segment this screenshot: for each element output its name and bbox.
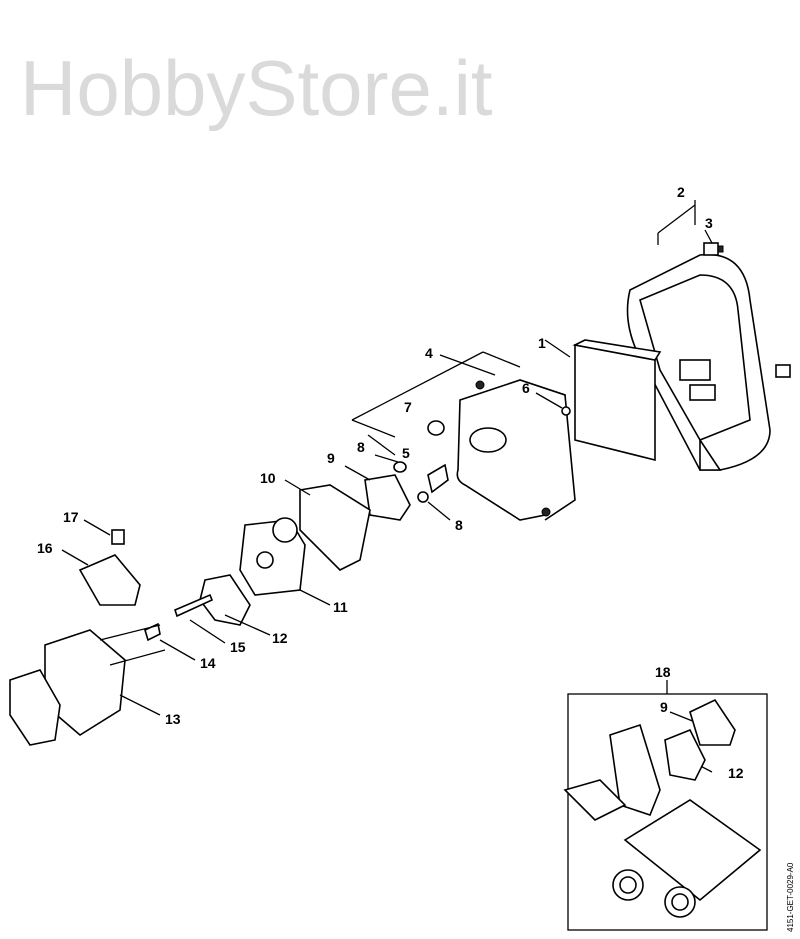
gasket-kit-inset: 18 9 12 xyxy=(563,664,768,931)
watermark: HobbyStore.it xyxy=(20,44,493,132)
part-8 xyxy=(393,461,407,473)
inset-callout-18: 18 xyxy=(655,664,671,680)
carburetor xyxy=(239,517,306,596)
callout-14: 14 xyxy=(200,655,216,671)
callout-16: 16 xyxy=(37,540,53,556)
callout-10: 10 xyxy=(260,470,276,486)
callout-3: 3 xyxy=(705,215,713,231)
air-filter xyxy=(574,344,656,462)
screw-17 xyxy=(111,529,125,545)
screw-3 xyxy=(703,242,724,256)
callout-7: 7 xyxy=(404,399,412,415)
callout-15: 15 xyxy=(230,639,246,655)
intake-manifold xyxy=(9,624,166,746)
leader-lines xyxy=(61,200,713,716)
callout-8b: 8 xyxy=(455,517,463,533)
nut-6 xyxy=(561,406,571,416)
callout-11: 11 xyxy=(333,599,348,615)
plate-10 xyxy=(299,484,371,571)
callout-2: 2 xyxy=(677,184,685,200)
inset-callout-12: 12 xyxy=(728,765,744,781)
gasket-9 xyxy=(364,474,411,521)
callout-1: 1 xyxy=(538,335,546,351)
callout-8a: 8 xyxy=(357,439,365,455)
elbow-5 xyxy=(427,463,449,494)
callout-13: 13 xyxy=(165,711,181,727)
callout-4: 4 xyxy=(425,345,433,361)
filter-base xyxy=(456,379,576,521)
callout-12: 12 xyxy=(272,630,288,646)
inset-callout-9: 9 xyxy=(660,699,668,715)
callout-9: 9 xyxy=(327,450,335,466)
bolt-15 xyxy=(174,593,214,618)
drawing-code: 4151-GET-0029-A0 xyxy=(786,862,795,932)
callout-6: 6 xyxy=(522,380,530,396)
screw-cover-right xyxy=(775,364,791,378)
part-7 xyxy=(427,420,445,436)
callout-17: 17 xyxy=(63,509,79,525)
part-16 xyxy=(78,554,141,606)
ring-8 xyxy=(417,491,429,503)
air-filter-cover xyxy=(626,253,771,471)
callout-5: 5 xyxy=(402,445,410,461)
